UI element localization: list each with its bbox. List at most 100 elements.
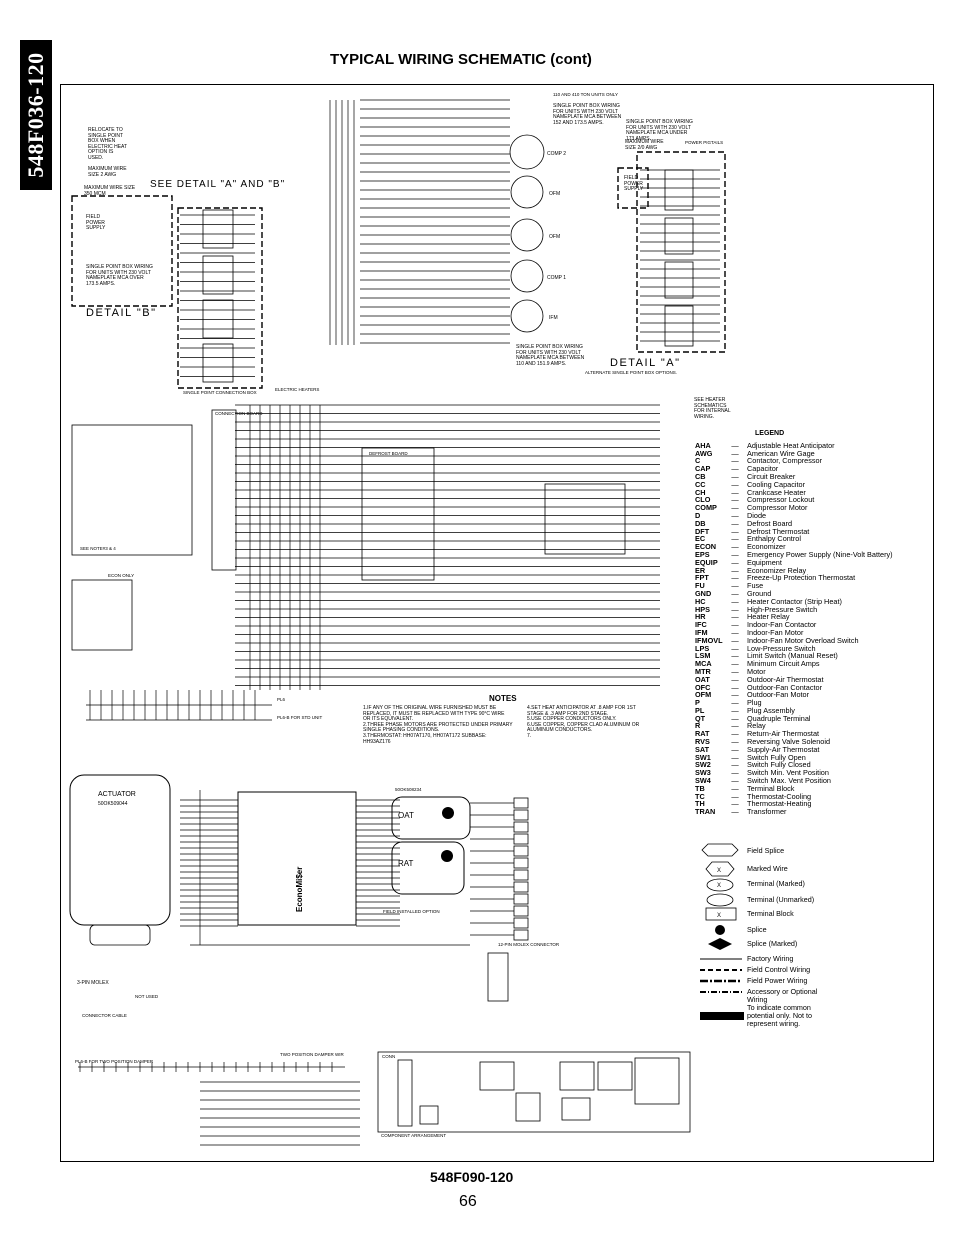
legend-abbr: ER — [695, 565, 706, 575]
legend-desc: Economizer Relay — [747, 565, 807, 575]
legend-entry: HPS—High-Pressure Switch — [695, 605, 895, 614]
legend-desc: Indoor-Fan Contactor — [747, 620, 817, 630]
legend-abbr: CB — [695, 471, 706, 481]
legend-dash: — — [731, 807, 739, 817]
svg-text:X: X — [717, 913, 721, 919]
legend-entry: CAP—Capacitor — [695, 465, 895, 473]
legend-desc: Low-Pressure Switch — [747, 643, 816, 653]
legend-abbr: MCA — [695, 659, 712, 669]
legend-abbr: COMP — [695, 503, 717, 513]
legend-title: LEGEND — [755, 430, 785, 437]
legend-entry: P—Plug — [695, 699, 895, 707]
field-installed-label: FIELD INSTALLED OPTION — [383, 909, 440, 914]
legend-dash: — — [731, 565, 739, 575]
pl6-label: PL6 — [277, 697, 286, 702]
svg-text:ACTUATOR: ACTUATOR — [98, 791, 136, 798]
legend-desc: Minimum Circuit Amps — [747, 659, 820, 669]
legend-desc: Economizer — [747, 542, 786, 552]
connection-board-label: CONNECTION BOARD — [215, 411, 263, 416]
terminal-marked-label: Terminal (Marked) — [747, 879, 805, 888]
legend-desc: Freeze-Up Protection Thermostat — [747, 573, 856, 583]
legend-dash: — — [731, 542, 739, 552]
legend-desc: Outdoor-Fan Contactor — [747, 682, 823, 692]
legend-entry: LPS — Low-Pressure Switch — [695, 643, 895, 653]
legend-dash: — — [731, 768, 739, 778]
see-notes-label: SEE NOTE#3 & 4 — [80, 546, 116, 551]
legend-abbr: IFMOVL — [695, 635, 723, 645]
legend-desc: Diode — [747, 510, 767, 520]
legend-desc: Indoor-Fan Motor — [747, 627, 804, 637]
legend-entry: EQUIP—Equipment — [695, 558, 895, 567]
legend-entry: TH—Thermostat-Heating — [695, 800, 895, 808]
legend-abbr: OFM — [695, 690, 712, 700]
legend-entry: D—Diode — [695, 512, 895, 520]
note-3: 3.THERMOSTAT: HH07AT170, HH07AT172 SUBBA… — [363, 732, 487, 745]
legend-entry: CB—Circuit Breaker — [695, 473, 895, 481]
legend-dash: — — [731, 479, 739, 489]
legend-desc: Cooling Capacitor — [747, 479, 806, 489]
legend-entry: RAT—Return-Air Thermostat — [695, 730, 895, 738]
economizer-controller: EconoMi$er — [237, 791, 357, 926]
motor-ofm-2: OFM — [510, 218, 560, 252]
legend-entry: AHA—Adjustable Heat Anticipator — [695, 440, 895, 450]
legend-dash: — — [731, 713, 739, 723]
top-note: 110 AND 410 TON UNITS ONLY — [553, 92, 618, 97]
legend-desc: Contactor, Compressor — [747, 456, 823, 466]
power-pigtails-label: POWER PIGTAILS — [685, 140, 723, 145]
legend-desc: Circuit Breaker — [747, 471, 796, 481]
legend-abbr: FU — [695, 581, 705, 591]
motor-comp1: COMP 1 — [510, 259, 566, 293]
legend-abbr: CAP — [695, 464, 711, 474]
legend-dash: — — [731, 620, 739, 630]
page-title: TYPICAL WIRING SCHEMATIC (cont) — [330, 51, 592, 68]
legend-entry: DB—Defrost Board — [695, 518, 895, 528]
alternate-options-label: ALTERNATE SINGLE POINT BOX OPTIONS. — [585, 370, 677, 375]
field-splice-label: Field Splice — [747, 846, 785, 855]
page-number: 66 — [459, 1193, 477, 1210]
legend-abbr: AHA — [695, 440, 711, 450]
legend-entry: SAT—Supply-Air Thermostat — [695, 746, 895, 754]
legend-entry: MCA—Minimum Circuit Amps — [695, 660, 895, 668]
legend-abbr: DB — [695, 518, 706, 528]
note-2: 2.THREE PHASE MOTORS ARE PROTECTED UNDER… — [363, 721, 513, 734]
legend-dash: — — [731, 596, 739, 606]
legend-abbr: SW4 — [695, 776, 711, 786]
terminal-unmarked-label: Terminal (Unmarked) — [747, 895, 815, 904]
note-6: 6.USE COPPER, COPPER CLAD ALUMINUM OR AL… — [527, 721, 640, 734]
single-point-110: SINGLE POINT BOX WIRING FOR UNITS WITH 2… — [516, 344, 585, 367]
legend-dash: — — [731, 581, 739, 591]
legend-entry: MTR—Motor — [695, 668, 895, 676]
legend-desc: Emergency Power Supply (Nine-Volt Batter… — [747, 549, 893, 559]
legend-desc: Adjustable Heat Anticipator — [747, 440, 835, 450]
legend-entry: SW2—Switch Fully Closed — [695, 761, 895, 769]
legend-entry: EC—Enthalpy Control — [695, 535, 895, 543]
svg-text:X: X — [717, 883, 721, 889]
legend-abbr: D — [695, 510, 701, 520]
not-used-label: NOT USED — [135, 994, 159, 999]
legend-abbr: AWG — [695, 448, 713, 458]
field-power-supply-a: FIELD POWER SUPPLY — [624, 175, 644, 192]
legend-dash: — — [731, 783, 739, 793]
legend-abbr: LPS — [695, 643, 710, 653]
legend-entry: OAT—Outdoor-Air Thermostat — [695, 675, 895, 684]
legend-entry: TB—Terminal Block — [695, 785, 895, 793]
legend-abbr: LSM — [695, 651, 711, 661]
legend-abbr: TRAN — [695, 807, 716, 817]
legend-dash: — — [731, 643, 739, 653]
model-caption: 548F090-120 — [430, 1169, 514, 1185]
svg-text:IFM: IFM — [549, 315, 558, 321]
legend-desc: Return-Air Thermostat — [747, 729, 820, 739]
legend-desc: Quadruple Terminal — [747, 713, 811, 723]
legend-desc: Terminal Block — [747, 783, 795, 793]
splice-label: Splice — [747, 925, 767, 934]
marked-wire-label: Marked Wire — [747, 864, 788, 873]
rat-sensor: RAT — [391, 841, 465, 895]
connector-cable-label: CONNECTOR CABLE — [82, 1013, 127, 1018]
legend-abbr: HR — [695, 612, 706, 622]
legend-desc: Relay — [747, 721, 766, 731]
legend-desc: American Wire Gage — [747, 448, 815, 458]
legend-dash: — — [731, 534, 739, 544]
motor-ifm: IFM — [510, 299, 558, 333]
legend-desc: Supply-Air Thermostat — [747, 744, 820, 754]
legend-entry: R—Relay — [695, 722, 895, 730]
